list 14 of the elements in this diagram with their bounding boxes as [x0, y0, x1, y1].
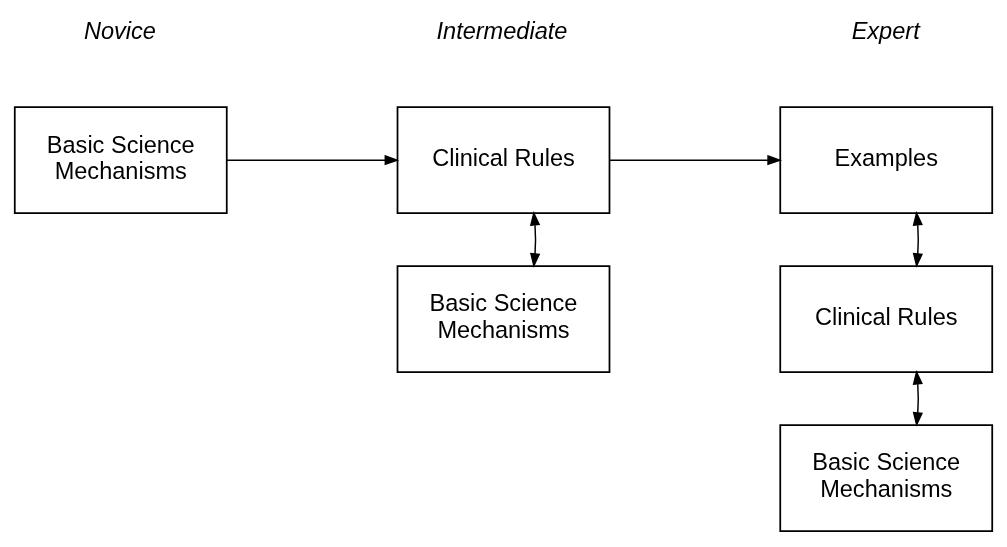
node-box: Examples — [779, 106, 994, 215]
label: Expert — [851, 18, 920, 45]
arrow — [912, 210, 923, 268]
node-box: Clinical Rules — [396, 106, 611, 215]
node-box: Basic Science Mechanisms — [396, 265, 611, 373]
node-box: Basic Science Mechanisms — [779, 424, 994, 532]
arrow — [608, 155, 783, 166]
arrow — [529, 210, 541, 268]
arrow — [912, 369, 923, 427]
node-box: Basic Science Mechanisms — [13, 106, 228, 215]
node-box: Clinical Rules — [779, 265, 994, 373]
label: Intermediate — [436, 18, 568, 45]
arrow — [226, 155, 400, 166]
label: Novice — [83, 18, 156, 45]
